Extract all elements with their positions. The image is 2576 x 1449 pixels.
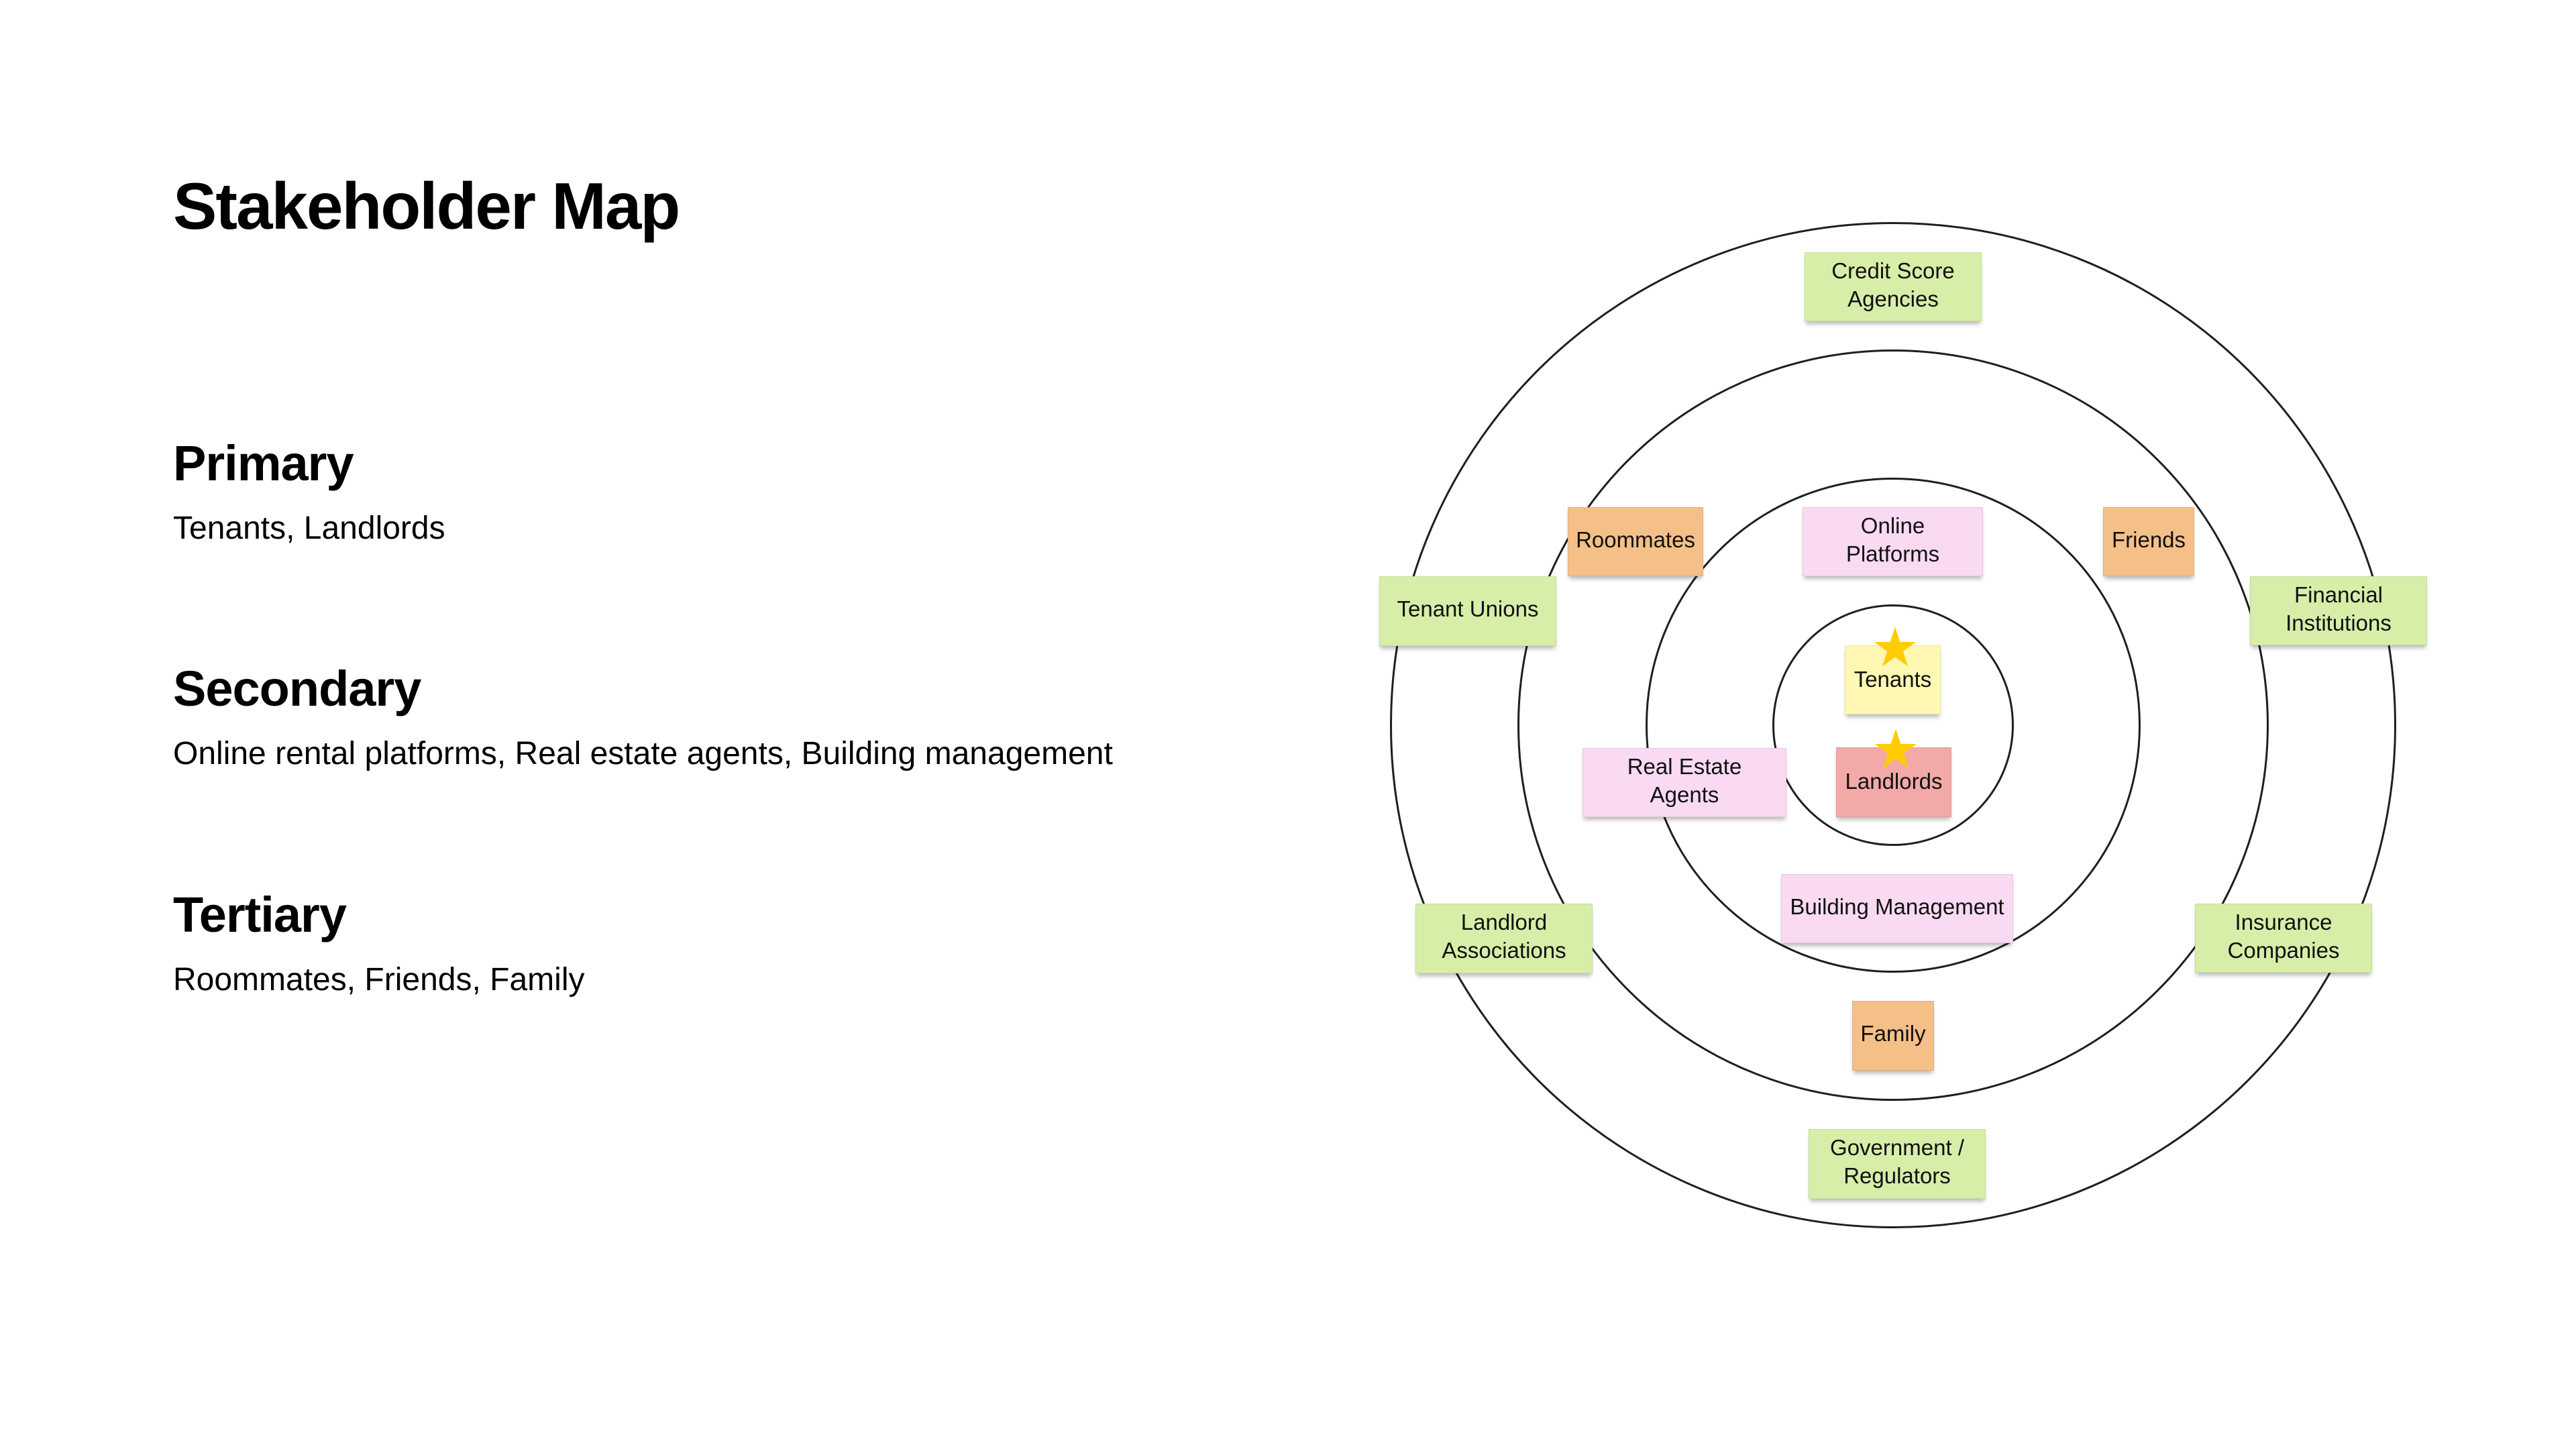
sticky-label: Credit Score Agencies [1831,258,1955,311]
sticky-label: Landlord Associations [1442,910,1566,963]
ring-tertiary [1517,350,2269,1101]
sticky-label: Real Estate Agents [1627,753,1742,807]
sticky-building-management[interactable]: Building Management [1781,874,2013,943]
sticky-landlord-associations[interactable]: Landlord Associations [1415,904,1593,973]
section-primary: Primary Tenants, Landlords [173,435,445,545]
section-heading-tertiary: Tertiary [173,887,347,943]
star-icon [1875,729,1917,769]
sticky-label: Insurance Companies [2227,909,2340,963]
sticky-friends[interactable]: Friends [2103,507,2194,576]
section-tertiary: Tertiary Roommates, Friends, Family [173,887,584,996]
sticky-label: Friends [2111,527,2186,552]
sticky-government-regulators[interactable]: Government / Regulators [1809,1129,1986,1199]
sticky-label: Roommates [1576,527,1695,552]
section-body-primary: Tenants, Landlords [173,511,445,546]
section-body-secondary: Online rental platforms, Real estate age… [173,736,1113,771]
sticky-label: Landlords [1845,769,1943,794]
sticky-label: Government / Regulators [1830,1135,1964,1188]
sticky-family[interactable]: Family [1852,1001,1934,1071]
sticky-credit-score-agencies[interactable]: Credit Score Agencies [1805,252,1982,321]
sticky-label: Financial Institutions [2286,582,2392,635]
sticky-online-platforms[interactable]: Online Platforms [1803,507,1983,576]
ring-external [1390,222,2396,1228]
sticky-label: Tenant Unions [1397,596,1539,621]
section-heading-secondary: Secondary [173,661,421,716]
sticky-label: Family [1860,1021,1926,1046]
sticky-label: Online Platforms [1845,513,1940,566]
section-secondary: Secondary Online rental platforms, Real … [173,661,1113,770]
sticky-label: Building Management [1790,894,2004,919]
sticky-tenant-unions[interactable]: Tenant Unions [1379,576,1556,646]
sticky-label: Tenants [1854,666,1932,692]
sticky-real-estate-agents[interactable]: Real Estate Agents [1582,748,1786,817]
sticky-roommates[interactable]: Roommates [1568,507,1703,576]
sticky-financial-institutions[interactable]: Financial Institutions [2250,576,2427,645]
section-heading-primary: Primary [173,435,354,491]
star-icon [1874,627,1916,667]
section-body-tertiary: Roommates, Friends, Family [173,962,585,998]
ring-secondary [1646,478,2141,973]
sticky-insurance-companies[interactable]: Insurance Companies [2195,904,2372,973]
page-title: Stakeholder Map [173,169,680,243]
ring-core [1772,604,2014,846]
